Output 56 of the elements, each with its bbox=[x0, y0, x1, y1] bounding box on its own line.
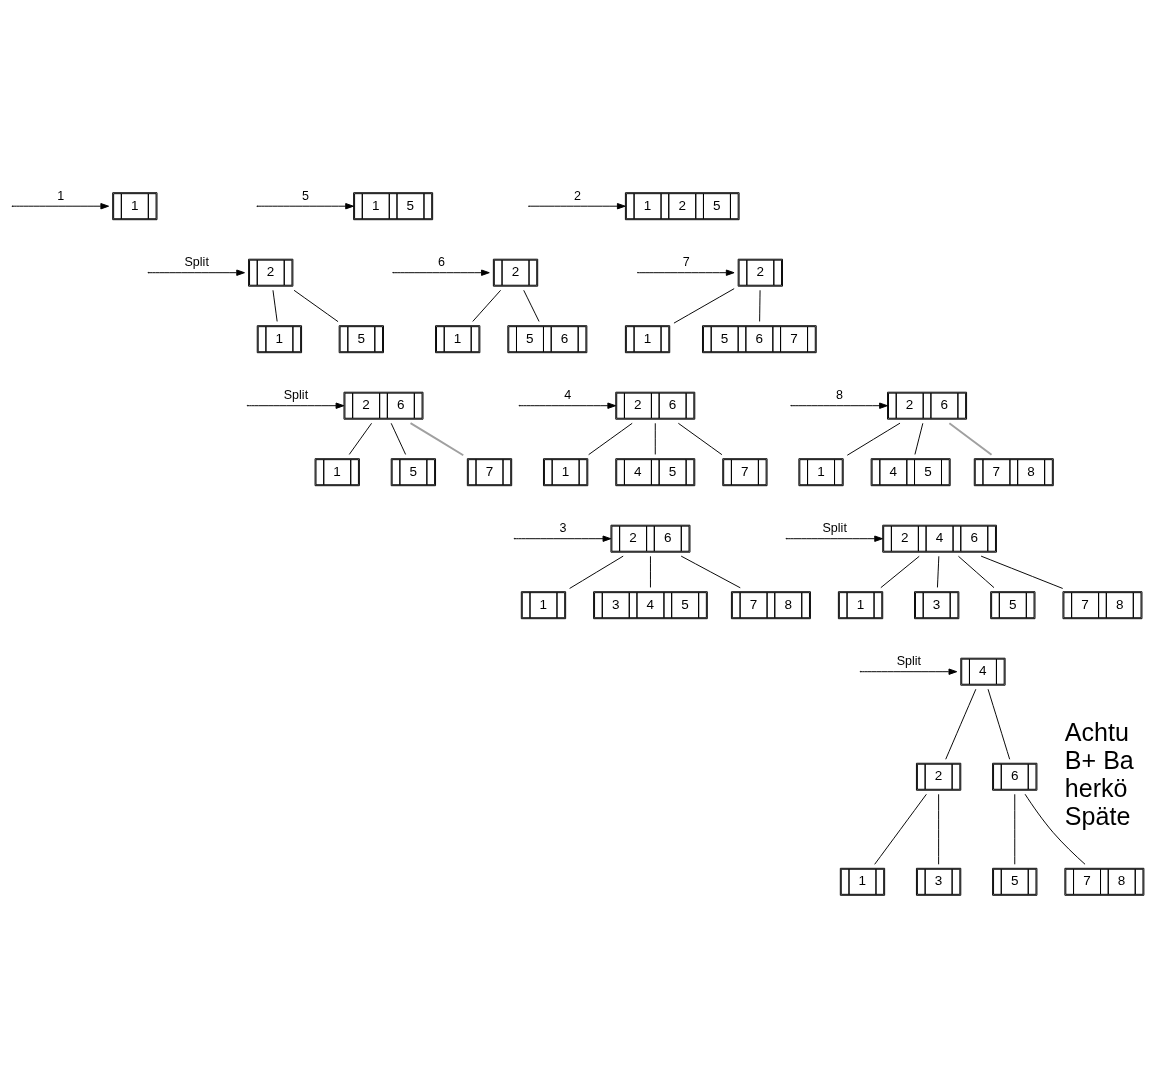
connector bbox=[914, 422, 924, 455]
arrow bbox=[637, 269, 735, 276]
connector bbox=[293, 289, 339, 322]
arrow bbox=[514, 535, 612, 542]
arrow bbox=[860, 668, 958, 675]
edge-label: Split bbox=[822, 520, 847, 535]
connector bbox=[588, 422, 633, 455]
label: herkö bbox=[1064, 773, 1128, 802]
edge-label: 7 bbox=[682, 254, 690, 269]
connector bbox=[1024, 793, 1086, 865]
edge-label: 6 bbox=[438, 254, 445, 269]
arrow bbox=[786, 535, 883, 542]
connector bbox=[409, 421, 465, 456]
edge-label: Split bbox=[283, 387, 309, 402]
connector bbox=[987, 688, 1011, 760]
edge-label: 2 bbox=[573, 188, 581, 203]
edge-label: 5 bbox=[302, 188, 310, 203]
connector bbox=[936, 555, 940, 588]
connector bbox=[957, 555, 995, 588]
connector bbox=[846, 422, 901, 456]
edge-label: 4 bbox=[564, 387, 572, 402]
connector bbox=[673, 287, 735, 324]
arrow bbox=[393, 269, 490, 276]
arrow bbox=[257, 202, 354, 209]
connector bbox=[1014, 793, 1016, 865]
connector bbox=[272, 289, 278, 322]
connector bbox=[654, 422, 656, 455]
connector bbox=[980, 555, 1064, 589]
edge-label: 8 bbox=[836, 387, 844, 402]
edge-label: Split bbox=[896, 653, 922, 668]
arrow bbox=[247, 402, 345, 409]
connector bbox=[880, 555, 920, 588]
connector bbox=[677, 422, 723, 455]
edge-label: Split bbox=[184, 254, 209, 269]
connector bbox=[348, 422, 373, 455]
arrow bbox=[148, 269, 245, 276]
connector bbox=[680, 555, 741, 588]
arrow bbox=[791, 402, 888, 409]
connector bbox=[472, 289, 502, 322]
connector bbox=[650, 555, 651, 588]
edge-label: 1 bbox=[57, 188, 65, 203]
connector bbox=[569, 555, 624, 589]
arrow bbox=[12, 202, 110, 209]
connector bbox=[523, 289, 540, 322]
label: Späte bbox=[1064, 801, 1131, 830]
connector bbox=[948, 421, 993, 456]
arrow bbox=[529, 202, 626, 209]
connector bbox=[945, 688, 977, 760]
arrow bbox=[519, 402, 617, 409]
edge-label: 3 bbox=[559, 520, 567, 535]
label: Achtu bbox=[1064, 717, 1129, 746]
connector bbox=[759, 289, 761, 322]
connector bbox=[390, 422, 407, 455]
connector bbox=[938, 793, 940, 865]
label: B+ Ba bbox=[1064, 745, 1134, 774]
connector bbox=[874, 793, 927, 865]
